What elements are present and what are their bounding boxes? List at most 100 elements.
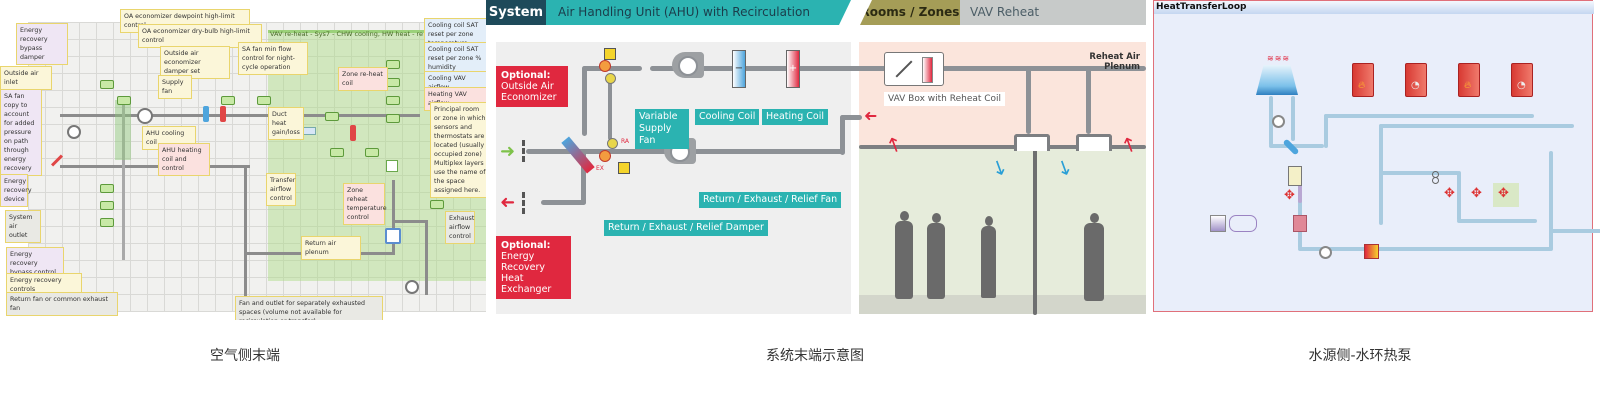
oa-riser <box>582 66 587 136</box>
boiler-icon: 🔥︎ <box>1458 63 1480 97</box>
water-pipe <box>1457 171 1461 221</box>
return-inlet <box>840 115 862 120</box>
label-er-bypass-damper: Energy recovery bypass damper <box>16 23 68 65</box>
controller-icon <box>100 184 114 193</box>
exhaust-riser <box>581 150 586 205</box>
label-return-plenum: Return air plenum <box>301 236 361 260</box>
return-air-arrow-icon: ➜ <box>864 106 878 125</box>
optional-oa-economizer-label: Optional: Outside Air Economizer <box>496 66 568 107</box>
water-to-air-heat-pump-icon: ✥ <box>1471 186 1482 201</box>
controller-icon <box>325 112 339 121</box>
return-riser <box>840 115 845 155</box>
airside-diagram-panel: VAV re-heat - Sys7 - CHW cooling, HW hea… <box>0 0 490 320</box>
label-zone-reheat-temp: Zone reheat temperature control <box>343 183 387 225</box>
variable-supply-fan-label: Variable Supply Fan <box>635 109 689 149</box>
return-damper-label: Return / Exhaust / Relief Damper <box>604 220 768 236</box>
solar-collector-icon <box>1288 166 1302 186</box>
header-system: System <box>486 0 546 25</box>
ex-label: EX <box>596 165 604 172</box>
exhaust-air-arrow-icon: ➜ <box>500 192 516 213</box>
ra-label: RA <box>621 138 630 145</box>
ra-damper-icon <box>607 138 618 149</box>
boiler-meter-icon: ◔ <box>1405 63 1427 97</box>
water-pipe <box>1324 114 1328 148</box>
boiler-meter-icon: ◔ <box>1511 63 1533 97</box>
heating-coil-icon <box>220 106 226 122</box>
supply-fan-icon <box>137 108 153 124</box>
person-icon <box>895 221 913 299</box>
branch-duct-1 <box>1026 66 1031 134</box>
boiler-icon: 🔥︎ <box>1352 63 1374 97</box>
ea-louver-icon <box>522 192 528 214</box>
oa-duct <box>582 66 642 71</box>
header-vav: VAV Reheat <box>960 0 1146 25</box>
return-riser <box>244 165 247 315</box>
bypass-duct <box>122 100 125 260</box>
controller-icon <box>365 148 379 157</box>
selected-heat-pump-highlight <box>1493 183 1519 207</box>
caption-system: 系统末端示意图 <box>766 348 864 364</box>
person-icon <box>900 211 909 221</box>
water-to-air-heat-pump-icon: ✥ <box>1444 186 1455 201</box>
damper-actuator-icon <box>604 48 616 60</box>
diffuser-icon <box>1076 134 1112 151</box>
heating-coil-icon: + <box>786 50 800 88</box>
supply-duct <box>60 114 420 117</box>
water-pipe <box>1324 114 1534 118</box>
optional-energy-recovery-label: Optional: Energy Recovery Heat Exchanger <box>496 236 571 299</box>
label-cc-sat-humidity: Cooling coil SAT reset per zone % humidi… <box>424 42 490 75</box>
reheat-coil-icon <box>922 57 933 83</box>
label-transfer-airflow: Transfer airflow control <box>266 173 296 206</box>
water-to-air-heat-pump-icon: ✥ <box>1498 186 1509 201</box>
header-ahu: Air Handling Unit (AHU) with Recirculati… <box>546 0 851 25</box>
person-icon <box>985 216 993 226</box>
window-title: HeatTransferLoop <box>1154 1 1594 14</box>
diagram-title: VAV re-heat - Sys7 - CHW cooling, HW hea… <box>270 30 424 38</box>
label-separate-exhaust: Fan and outlet for separately exhausted … <box>235 296 383 320</box>
label-return-fan: Return fan or common exhaust fan <box>6 292 118 316</box>
sa-fan-copy-icon <box>67 125 81 139</box>
vav-box <box>884 52 944 86</box>
caption-airside: 空气侧末端 <box>210 348 280 364</box>
person-icon <box>1084 223 1104 301</box>
floor <box>859 295 1146 314</box>
ex-damper-icon <box>599 150 611 162</box>
return-duct <box>60 165 250 168</box>
water-pipe <box>1291 96 1295 141</box>
exhaust-riser <box>425 220 428 295</box>
ceiling-line <box>859 145 1146 149</box>
oa-damper-icon <box>605 73 616 84</box>
header-rooms: Rooms / Zones <box>860 0 960 25</box>
heat-rejection-icon: ≋≋≋ <box>1267 54 1291 63</box>
controller-icon <box>117 96 131 105</box>
supply-fan-icon <box>678 56 698 76</box>
return-fan-label: Return / Exhaust / Relief Fan <box>699 192 842 208</box>
water-pipe <box>1379 171 1459 175</box>
plenum-icon <box>385 228 401 244</box>
economizer-highlight <box>115 100 131 160</box>
heating-coil-label: Heating Coil <box>762 109 828 125</box>
label-er-device: Energy recovery device <box>0 174 32 207</box>
water-pipe <box>1269 96 1273 146</box>
ground-source-icon <box>1210 215 1226 232</box>
label-outside-air-inlet: Outside air inlet <box>0 66 52 90</box>
optional-oa-body: Outside Air Economizer <box>501 81 557 103</box>
cooling-coil-icon <box>203 106 209 122</box>
zone-partition <box>1033 145 1037 315</box>
water-pipe <box>1298 175 1302 203</box>
controller-icon <box>100 201 114 210</box>
exhaust-fan-icon <box>405 280 419 294</box>
controller-icon <box>430 200 444 209</box>
outside-air-arrow-icon: ➜ <box>500 141 516 162</box>
heat-pump-icon: ✥ <box>1284 188 1295 203</box>
controller-icon <box>386 96 400 105</box>
label-system-outlet: System air outlet <box>5 210 41 243</box>
zone-sensor-icon <box>386 160 398 172</box>
label-oa-damper-set: Outside air economizer damper set <box>160 46 230 79</box>
caption-waterside: 水源侧-水环热泵 <box>1308 348 1412 364</box>
branch-duct-2 <box>1086 66 1091 134</box>
cooling-tower-icon <box>1256 65 1298 95</box>
pump-icon <box>1272 115 1285 128</box>
diffuser-icon <box>1014 134 1050 151</box>
reheat-plenum-label: Reheat Air Plenum <box>1089 52 1140 72</box>
